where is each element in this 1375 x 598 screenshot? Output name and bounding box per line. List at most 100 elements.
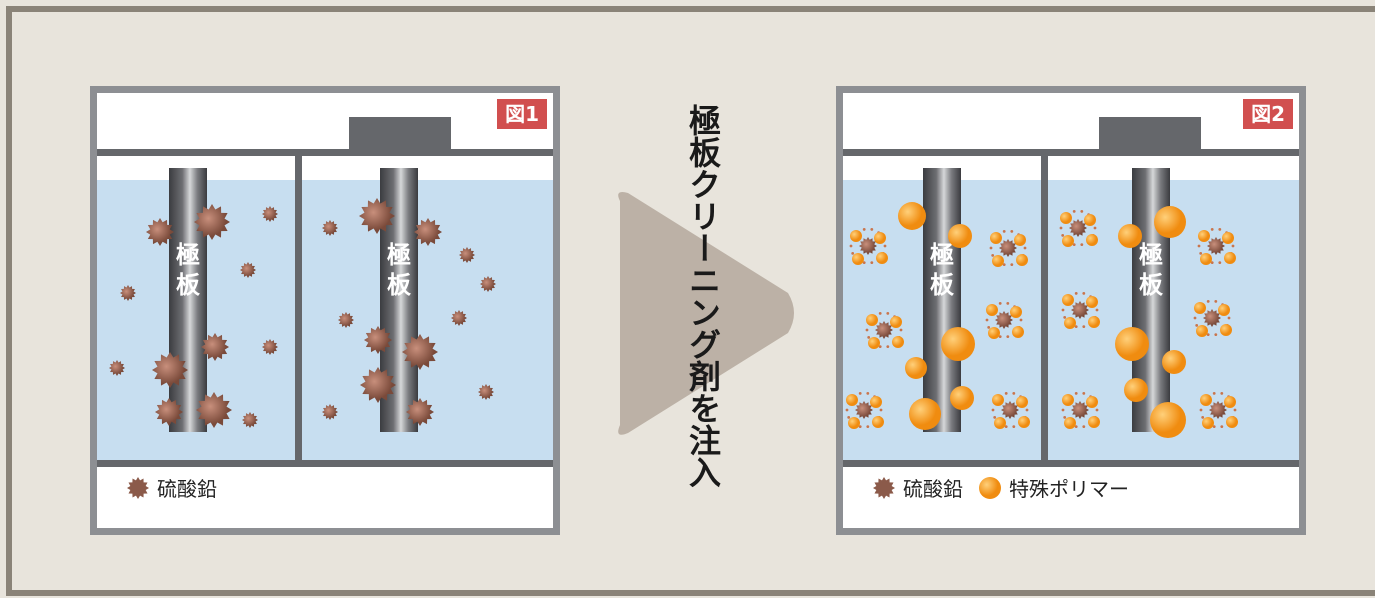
polymer-particle — [892, 336, 904, 348]
cell-divider — [295, 156, 302, 460]
cell-air-gap — [1048, 156, 1299, 180]
cell-left: 極板 — [97, 156, 295, 460]
lead-sulfate-particle — [995, 311, 1013, 329]
dissolving-fleck — [1214, 300, 1218, 303]
lead-sulfate-particle — [240, 262, 256, 278]
dissolving-fleck — [1201, 416, 1205, 419]
dissolving-fleck — [847, 416, 851, 419]
dissolving-fleck — [858, 392, 862, 395]
polymer-icon — [979, 476, 1001, 499]
polymer-particle — [1150, 402, 1186, 438]
dissolving-fleck — [987, 326, 991, 329]
dissolving-fleck — [998, 335, 1002, 338]
dissolving-fleck — [991, 254, 995, 257]
polymer-particle — [1012, 326, 1024, 338]
polymer-particle — [1086, 296, 1098, 308]
lead-sulfate-icon — [127, 476, 149, 499]
lead-sulfate-particle — [155, 398, 183, 426]
lead-sulfate-particle — [194, 204, 230, 240]
dissolving-fleck — [1061, 308, 1065, 312]
polymer-particle — [1088, 316, 1100, 328]
lead-sulfate-particle — [338, 312, 354, 328]
figure-2-tag: 図2 — [1243, 99, 1293, 129]
polymer-particle — [1218, 304, 1230, 316]
dissolving-fleck — [1210, 228, 1214, 231]
dissolving-fleck — [1212, 392, 1216, 395]
arrow-icon — [618, 192, 794, 435]
dissolving-fleck — [998, 302, 1002, 305]
dissolving-fleck — [867, 336, 871, 339]
legend: 硫酸鉛 特殊ポリマー — [871, 473, 1129, 502]
dissolving-fleck — [1082, 425, 1086, 428]
dissolving-fleck — [1074, 425, 1078, 428]
dissolving-fleck — [1006, 335, 1010, 338]
lead-sulfate-particle — [120, 285, 136, 301]
dissolving-fleck — [1004, 425, 1008, 428]
figure-1-tag: 図1 — [497, 99, 547, 129]
lead-sulfate-particle — [402, 334, 438, 370]
legend-label-polymer: 特殊ポリマー — [1009, 477, 1129, 501]
dissolving-fleck — [1002, 230, 1006, 233]
polymer-particle — [1062, 294, 1074, 306]
dissolving-fleck — [1220, 425, 1224, 428]
legend: 硫酸鉛 — [125, 473, 217, 502]
plate-label: 極板 — [1139, 241, 1163, 299]
polymer-particle — [988, 327, 1000, 339]
dissolving-fleck — [1212, 425, 1216, 428]
lead-sulfate-particle — [262, 206, 278, 222]
dissolving-fleck — [1093, 226, 1097, 230]
dissolving-fleck — [883, 244, 887, 248]
polymer-particle — [890, 316, 902, 328]
lead-sulfate-particle — [360, 367, 396, 403]
polymer-particle — [992, 394, 1004, 406]
polymer-particle — [1062, 235, 1074, 247]
plate-label: 極板 — [930, 241, 954, 299]
lead-sulfate-particle — [322, 404, 338, 420]
dissolving-fleck — [1206, 333, 1210, 336]
lead-sulfate-particle — [1207, 237, 1225, 255]
dissolving-fleck — [1193, 316, 1197, 320]
dissolving-fleck — [899, 328, 903, 332]
dissolving-fleck — [1074, 392, 1078, 395]
dissolving-fleck — [1023, 246, 1027, 250]
center-caption: 極板クリーニング剤を注入 — [684, 104, 722, 488]
lead-sulfate-particle — [1071, 401, 1089, 419]
polymer-particle — [950, 386, 974, 410]
polymer-particle — [1084, 214, 1096, 226]
polymer-particle — [941, 327, 975, 361]
polymer-particle — [1226, 416, 1238, 428]
polymer-particle — [1200, 253, 1212, 265]
lead-sulfate-particle — [459, 247, 475, 263]
lead-sulfate-particle — [875, 321, 893, 339]
dissolving-fleck — [1012, 425, 1016, 428]
dissolving-fleck — [1080, 210, 1084, 213]
dissolving-fleck — [1080, 243, 1084, 247]
dissolving-fleck — [1214, 333, 1218, 336]
lead-sulfate-particle — [451, 310, 467, 326]
dissolving-fleck — [1082, 325, 1086, 328]
polymer-particle — [1198, 230, 1210, 242]
polymer-particle — [1220, 324, 1232, 336]
polymer-particle — [1124, 378, 1148, 402]
dissolving-fleck — [1025, 408, 1029, 412]
battery-terminal — [1099, 117, 1201, 151]
dissolving-fleck — [1218, 261, 1222, 264]
dissolving-fleck — [845, 408, 849, 412]
polymer-particle — [1014, 234, 1026, 246]
lead-sulfate-particle — [406, 398, 434, 426]
polymer-particle — [852, 253, 864, 265]
polymer-particle — [909, 398, 941, 430]
dissolving-fleck — [870, 228, 874, 231]
lead-sulfate-particle — [855, 401, 873, 419]
dissolving-fleck — [1059, 226, 1063, 230]
polymer-particle — [1016, 254, 1028, 266]
cell-right: 極板 — [302, 156, 553, 460]
dissolving-fleck — [1072, 210, 1076, 213]
dissolving-fleck — [989, 246, 993, 250]
polymer-particle — [868, 337, 880, 349]
lead-sulfate-particle — [109, 360, 125, 376]
polymer-particle — [1224, 252, 1236, 264]
polymer-particle — [1194, 302, 1206, 314]
electrode-plate: 極板 — [923, 168, 961, 432]
